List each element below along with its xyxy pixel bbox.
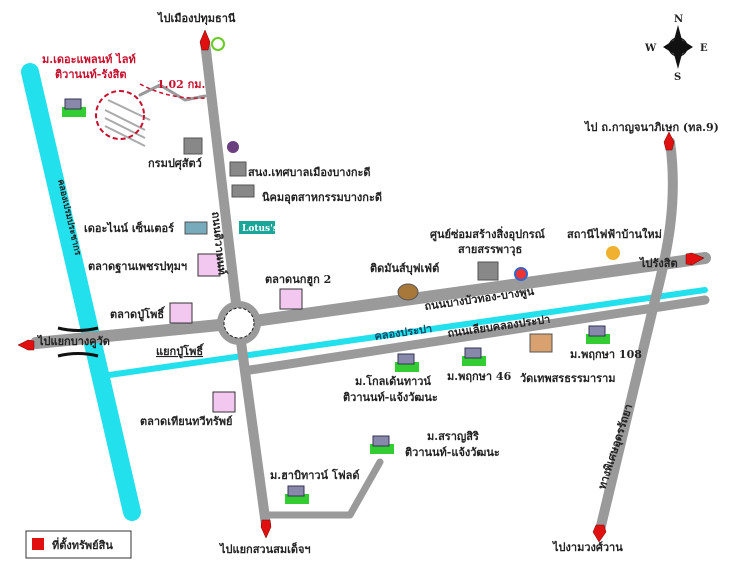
label-nine-center: เดอะไนน์ เซ็นเตอร์: [84, 221, 174, 235]
label-market-petch: ตลาดฐานเพชรปทุมฯ: [88, 260, 187, 274]
market-icon: [279, 288, 303, 310]
road-north-south: [200, 37, 271, 530]
fuel-station-icon: [211, 37, 225, 51]
market-icon: [212, 391, 236, 413]
label-industrial: นิคมอุตสาหกรรมบางกะดี: [262, 191, 382, 205]
label-temple: วัดเทพสรธรรมาราม: [520, 372, 616, 385]
house-icon: [586, 325, 610, 344]
label-pruksa108: ม.พฤกษา 108: [570, 348, 642, 361]
label-golden-2: ติวานนท์-แจ้งวัฒนะ: [343, 391, 438, 404]
svg-text:Lotus's: Lotus's: [242, 224, 278, 234]
property-name-2: ติวานนท์-รังสิต: [55, 68, 127, 81]
direction-west: ไปแยกบางคูวัด: [36, 334, 110, 349]
road-expressway: [595, 137, 678, 535]
roundabout-inner: [223, 307, 255, 339]
market-icon: [169, 302, 193, 324]
arrow-west-icon: [17, 339, 35, 351]
direction-north: ไปเมืองปทุมธานี: [156, 11, 236, 26]
label-market-tian: ตลาดเทียนทวีทรัพย์: [140, 415, 232, 428]
label-substation: สถานีไฟฟ้าบ้านใหม่: [567, 227, 662, 241]
arrow-south-icon: [260, 519, 272, 539]
canal-left: [21, 63, 141, 521]
direction-south: ไปแยกสวนสมเด็จฯ: [218, 542, 311, 556]
municipality-logo-icon: [227, 141, 239, 153]
svg-text:ที่ตั้งทรัพย์สิน: ที่ตั้งทรัพย์สิน: [52, 537, 113, 552]
bridge-icon: [57, 326, 99, 358]
svg-text:W: W: [644, 43, 657, 54]
arrow-north-icon: [199, 29, 211, 51]
label-livestock: กรมปศุสัตว์: [148, 157, 202, 171]
legend: ที่ตั้งทรัพย์สิน: [25, 530, 132, 559]
building-icon: [477, 261, 499, 281]
lotus-logo: [239, 221, 275, 234]
label-pruksa46: ม.พฤกษา 46: [447, 370, 512, 383]
label-repair: ศูนย์ซ่อมสร้างสิ่งอุปกรณ์: [430, 226, 546, 242]
market-icon: [197, 253, 221, 277]
label-buffet: ติดมันส์บุฟเฟ่ต์: [370, 262, 439, 276]
arrow-northeast-icon: [663, 131, 675, 151]
svg-text:N: N: [674, 14, 683, 25]
compass-icon: N S E W: [644, 14, 708, 83]
mall-icon: [184, 221, 208, 235]
house-icon: [395, 353, 419, 372]
arrow-southeast-icon: [592, 524, 607, 543]
factory-icon: [231, 184, 255, 198]
direction-east: ไปรังสิต: [638, 256, 678, 270]
road-small: [262, 458, 384, 519]
svg-text:E: E: [700, 43, 708, 54]
building-icon: [183, 137, 203, 155]
label-municipality: สนง.เทศบาลเมืองบางกะดี: [248, 166, 371, 179]
buffet-icon: [397, 283, 419, 301]
house-icon: [285, 485, 309, 504]
label-saran-2: ติวานนท์-แจ้งวัฒนะ: [405, 446, 500, 459]
distance-label: 1.02 กม.: [157, 78, 205, 91]
gas-station-icon: [514, 267, 528, 281]
market-icons: [169, 253, 303, 413]
house-icon: [370, 435, 394, 454]
house-icons: [62, 98, 610, 504]
label-saran: ม.สราญสิริ: [427, 430, 479, 443]
arrow-east-icon: [685, 252, 705, 266]
road-canal-side: [245, 295, 710, 375]
legend-swatch: [32, 538, 44, 550]
property-streets: [104, 99, 151, 147]
label-market-2: ตลาดนกฮูก 2: [265, 273, 331, 287]
temple-icon: [529, 333, 553, 353]
label-golden: ม.โกลเด้นทาวน์: [355, 374, 431, 388]
property-name: ม.เดอะแพลนท์ ไลท์: [42, 52, 136, 66]
house-icon: [62, 98, 86, 117]
electricity-icon: [606, 246, 620, 260]
building-icon: [229, 161, 247, 177]
direction-southeast: ไปงามวงศ์วาน: [551, 540, 623, 554]
canal-prapa: [99, 287, 708, 379]
svg-text:S: S: [674, 72, 681, 83]
house-icon: [462, 347, 486, 366]
building-icons: [183, 137, 553, 353]
property-circle: [95, 90, 145, 140]
label-junction: แยกปู่โพธิ์: [156, 343, 205, 359]
label-habitown: ม.ฮาบิทาวน์ โฟลด์: [270, 468, 360, 482]
label-market-pupho: ตลาดปู่โพธิ์: [110, 306, 166, 322]
direction-northeast: ไป ถ.กาญจนาภิเษก (ทล.9): [583, 120, 719, 134]
label-repair-2: สายสรรพาวุธ: [458, 243, 522, 257]
